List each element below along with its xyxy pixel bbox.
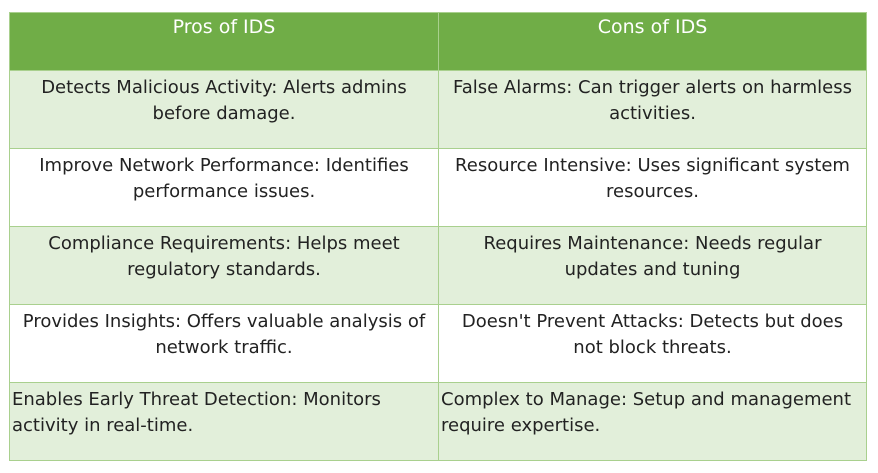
table-row: Enables Early Threat Detection: Monitors… [9,382,867,461]
table-row: Detects Malicious Activity: Alerts admin… [9,70,867,149]
pro-cell: Detects Malicious Activity: Alerts admin… [9,70,439,149]
con-cell: False Alarms: Can trigger alerts on harm… [438,70,867,149]
header-row: Pros of IDS Cons of IDS [9,12,867,71]
pro-cell: Improve Network Performance: Identifies … [9,148,439,227]
pro-cell: Compliance Requirements: Helps meet regu… [9,226,439,305]
ids-pros-cons-table: Pros of IDS Cons of IDS Detects Maliciou… [9,12,867,461]
pro-cell: Enables Early Threat Detection: Monitors… [9,382,439,461]
table-row: Compliance Requirements: Helps meet regu… [9,226,867,305]
pro-cell: Provides Insights: Offers valuable analy… [9,304,439,383]
header-pros: Pros of IDS [9,12,439,71]
con-cell: Doesn't Prevent Attacks: Detects but doe… [438,304,867,383]
header-cons: Cons of IDS [438,12,867,71]
con-cell: Resource Intensive: Uses significant sys… [438,148,867,227]
con-cell: Complex to Manage: Setup and management … [438,382,867,461]
table-row: Improve Network Performance: Identifies … [9,148,867,227]
table-row: Provides Insights: Offers valuable analy… [9,304,867,383]
con-cell: Requires Maintenance: Needs regular upda… [438,226,867,305]
